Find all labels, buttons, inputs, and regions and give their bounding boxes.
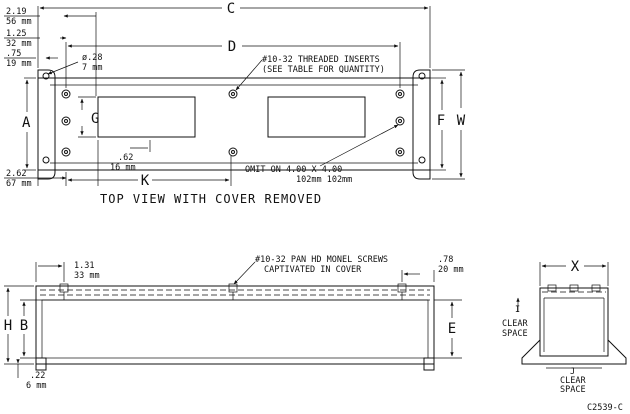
dim-131-mm: 33 mm [74, 271, 100, 281]
dim-22-mm: 6 mm [26, 381, 46, 391]
dim-78-in: .78 [438, 255, 453, 265]
mount-hole [418, 156, 426, 164]
threaded-inserts [61, 89, 405, 157]
mount-hole [42, 156, 50, 164]
note-omit-mm: 102mm 102mm [296, 175, 352, 185]
dim-h: H [4, 318, 12, 334]
note-screws-line2: CAPTIVATED IN COVER [264, 265, 362, 275]
captive-screws [59, 283, 407, 300]
end-body-outline [539, 287, 609, 357]
dim-g: G [91, 111, 99, 127]
mount-hole [418, 72, 426, 80]
dim-62-in: .62 [118, 153, 133, 163]
drawing-number: C2539-C [587, 403, 623, 413]
front-inner-box [41, 299, 429, 359]
clear-label-i: CLEAR [502, 319, 528, 329]
dim-262-in: 2.62 [6, 169, 26, 179]
dim-c: C [227, 1, 235, 17]
front-flange-right [423, 357, 435, 371]
clear-label-j: CLEAR [560, 376, 586, 386]
end-screws [547, 284, 601, 292]
front-body-outline [35, 285, 435, 365]
dim-k: K [141, 173, 150, 189]
dim-262-mm: 67 mm [6, 179, 32, 189]
end-flange-left [521, 339, 541, 365]
front-view: 1.31 33 mm #10-32 PAN HD MONEL SCREWS CA… [4, 255, 464, 391]
space-label-i: SPACE [502, 329, 528, 339]
dim-i: I [515, 305, 520, 315]
right-flange [412, 69, 431, 180]
note-inserts-line1: #10-32 THREADED INSERTS [262, 55, 380, 65]
top-cutout-right [267, 96, 366, 138]
end-flange-right [607, 339, 627, 365]
top-cutout-left [97, 96, 196, 138]
dim-d: D [228, 39, 236, 55]
mount-hole [42, 72, 50, 80]
dim-125-in: 1.25 [6, 29, 26, 39]
dim-j: J [570, 367, 575, 377]
dim-219-mm: 56 mm [6, 17, 32, 27]
dim-75-in: .75 [6, 49, 21, 59]
hole-dia-in: ø.28 [82, 53, 102, 63]
dim-131-in: 1.31 [74, 261, 94, 271]
end-view: X I CLEAR SPACE J CLEAR SPACE [502, 259, 627, 395]
space-label-j: SPACE [560, 385, 586, 395]
hole-dia-mm: 7 mm [82, 63, 102, 73]
dim-78-mm: 20 mm [438, 265, 464, 275]
dim-w: W [457, 113, 466, 129]
left-flange [37, 69, 56, 180]
dim-a: A [22, 115, 31, 131]
dim-b: B [20, 318, 28, 334]
front-flange-left [35, 357, 47, 371]
note-omit: OMIT ON 4.00 X 4.00 [245, 165, 342, 175]
note-inserts-line2: (SEE TABLE FOR QUANTITY) [262, 65, 385, 75]
dim-e: E [448, 321, 456, 337]
dim-f: F [437, 113, 445, 129]
dim-x: X [571, 259, 580, 275]
top-view-title: TOP VIEW WITH COVER REMOVED [100, 192, 322, 206]
dim-22-in: .22 [30, 371, 45, 381]
dim-62-mm: 16 mm [110, 163, 136, 173]
top-view: C D 2.19 56 mm 1.25 32 mm .75 19 mm ø.28… [4, 1, 466, 206]
dim-125-mm: 32 mm [6, 39, 32, 49]
dim-75-mm: 19 mm [6, 59, 32, 69]
note-screws-line1: #10-32 PAN HD MONEL SCREWS [255, 255, 388, 265]
dim-219-in: 2.19 [6, 7, 26, 17]
